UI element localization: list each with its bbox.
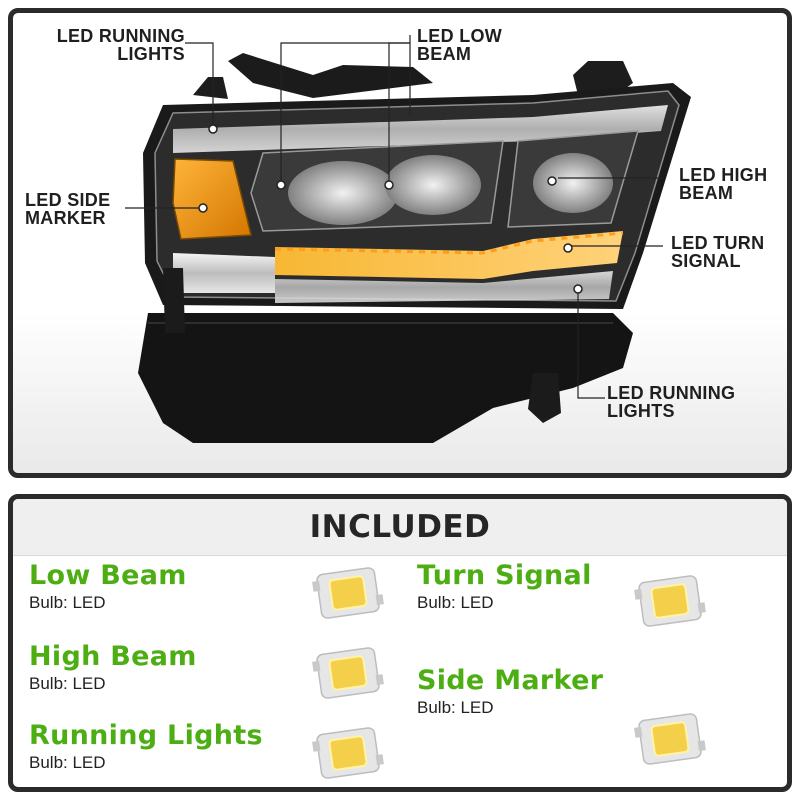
feature-bulb-type: Bulb: LED bbox=[29, 674, 106, 693]
feature-name: Low Beam bbox=[29, 560, 187, 591]
headlight-illustration bbox=[13, 35, 787, 473]
included-heading-bar: INCLUDED bbox=[13, 499, 787, 556]
feature-bulb-type: Bulb: LED bbox=[417, 698, 494, 717]
feature-side-marker: Side Marker Bulb: LED bbox=[417, 666, 603, 718]
led-chip-icon bbox=[634, 713, 706, 765]
feature-bulb-type: Bulb: LED bbox=[29, 753, 106, 772]
feature-name: Turn Signal bbox=[417, 560, 592, 591]
feature-low-beam: Low Beam Bulb: LED bbox=[29, 561, 187, 613]
feature-name: Running Lights bbox=[29, 720, 263, 751]
feature-running-lights: Running Lights Bulb: LED bbox=[29, 721, 263, 773]
headlight-diagram-panel: LED RUNNING LIGHTS LED LOW BEAM LED SIDE… bbox=[8, 8, 792, 478]
feature-turn-signal: Turn Signal Bulb: LED bbox=[417, 561, 592, 613]
callout-high-beam: LED HIGH BEAM bbox=[679, 165, 768, 203]
callout-running-lights-bottom: LED RUNNING LIGHTS bbox=[607, 383, 736, 421]
callout-running-lights-top: LED RUNNING LIGHTS bbox=[56, 26, 185, 64]
feature-name: Side Marker bbox=[417, 665, 604, 696]
feature-high-beam: High Beam Bulb: LED bbox=[29, 642, 197, 694]
feature-bulb-type: Bulb: LED bbox=[29, 593, 106, 612]
led-chip-icon bbox=[634, 575, 706, 627]
feature-bulb-type: Bulb: LED bbox=[417, 593, 494, 612]
callout-turn-signal: LED TURN SIGNAL bbox=[671, 233, 765, 271]
led-chip-icon bbox=[312, 727, 384, 779]
feature-name: High Beam bbox=[29, 641, 197, 672]
led-chip-icon bbox=[312, 647, 384, 699]
included-heading: INCLUDED bbox=[309, 509, 491, 545]
callout-side-marker: LED SIDE MARKER bbox=[25, 190, 111, 228]
led-chip-icon bbox=[312, 567, 384, 619]
included-panel: INCLUDED Low Beam Bulb: LED High Beam Bu… bbox=[8, 494, 792, 792]
callout-low-beam: LED LOW BEAM bbox=[417, 26, 503, 64]
